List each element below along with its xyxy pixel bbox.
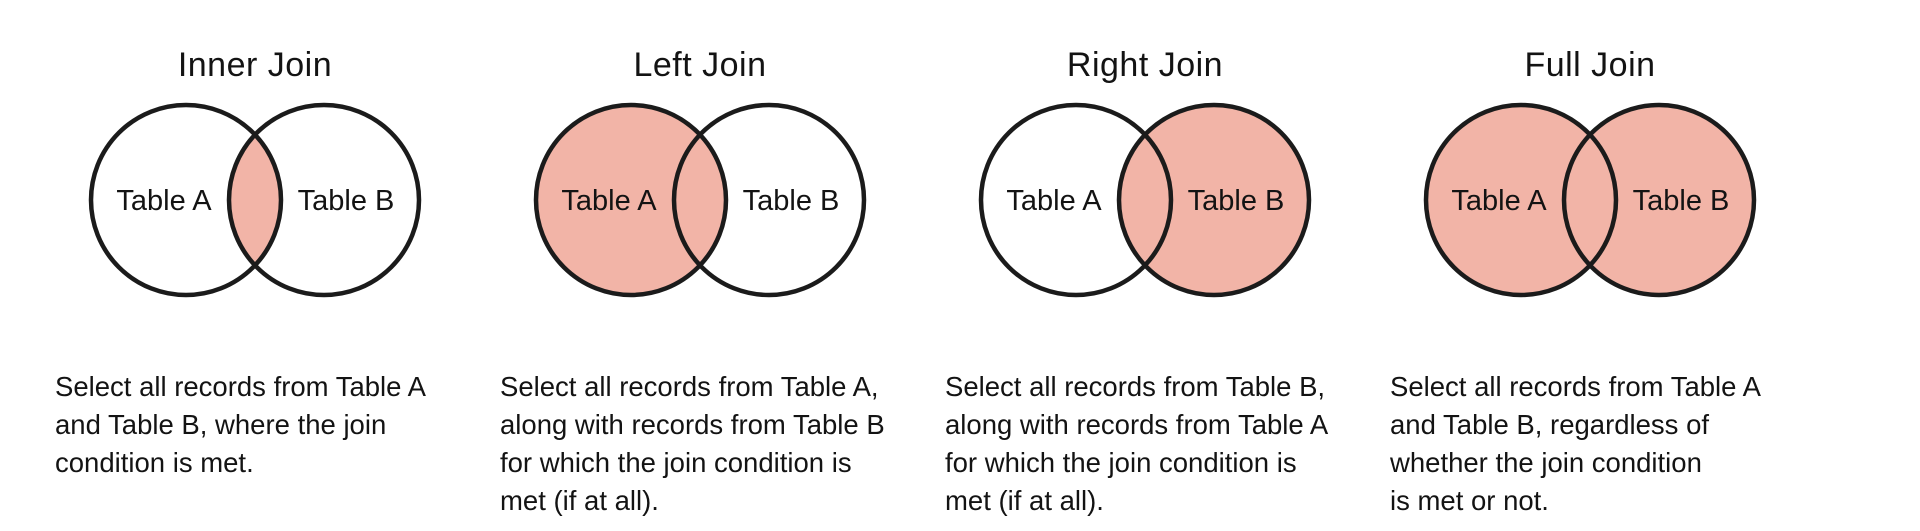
circle-table-a xyxy=(978,102,1174,298)
right-circle-highlight xyxy=(1564,105,1754,295)
panel-title: Inner Join xyxy=(177,46,333,84)
panel-caption: Select all records from Table A and Tabl… xyxy=(1390,371,1761,516)
circle-table-a xyxy=(1423,102,1619,298)
circle-table-b xyxy=(1116,102,1312,298)
panel-caption: Select all records from Table A and Tabl… xyxy=(55,371,426,478)
circle-table-a xyxy=(88,102,284,298)
panel-title: Left Join xyxy=(633,46,767,84)
panel-left-join: Left Join Table A Table B Select all rec… xyxy=(500,0,945,520)
label-table-a: Table A xyxy=(561,185,657,217)
panel-title: Full Join xyxy=(1524,46,1656,84)
panel-full-join: Full Join Table A Table B Select all rec… xyxy=(1390,0,1835,520)
venn-diagram-right-join: Table A Table B xyxy=(978,102,1312,298)
circle-table-b xyxy=(671,102,867,298)
label-table-b: Table B xyxy=(743,185,840,217)
circle-table-a xyxy=(533,102,729,298)
venn-diagram-left-join: Table A Table B xyxy=(533,102,867,298)
label-table-b: Table B xyxy=(1633,185,1730,217)
panel-inner-join: Inner Join Table A Table B Select all re… xyxy=(55,0,500,482)
label-table-a: Table A xyxy=(1451,185,1547,217)
join-diagram-panels: Inner Join Table A Table B Select all re… xyxy=(55,0,1835,520)
venn-diagram-full-join: Table A Table B xyxy=(1423,102,1757,298)
circle-table-b xyxy=(226,102,422,298)
left-circle-highlight xyxy=(536,105,726,295)
label-table-b: Table B xyxy=(298,185,395,217)
panel-caption: Select all records from Table B, along w… xyxy=(945,371,1329,516)
panel-caption: Select all records from Table A, along w… xyxy=(500,371,885,516)
venn-diagram-inner-join: Table A Table B xyxy=(88,102,422,298)
circle-table-b xyxy=(1561,102,1757,298)
right-circle-highlight xyxy=(1119,105,1309,295)
left-circle-highlight xyxy=(1426,105,1616,295)
label-table-b: Table B xyxy=(1188,185,1285,217)
label-table-a: Table A xyxy=(1006,185,1102,217)
panel-title: Right Join xyxy=(1066,46,1224,84)
panel-right-join: Right Join Table A Table B Select all re… xyxy=(945,0,1390,520)
label-table-a: Table A xyxy=(116,185,212,217)
